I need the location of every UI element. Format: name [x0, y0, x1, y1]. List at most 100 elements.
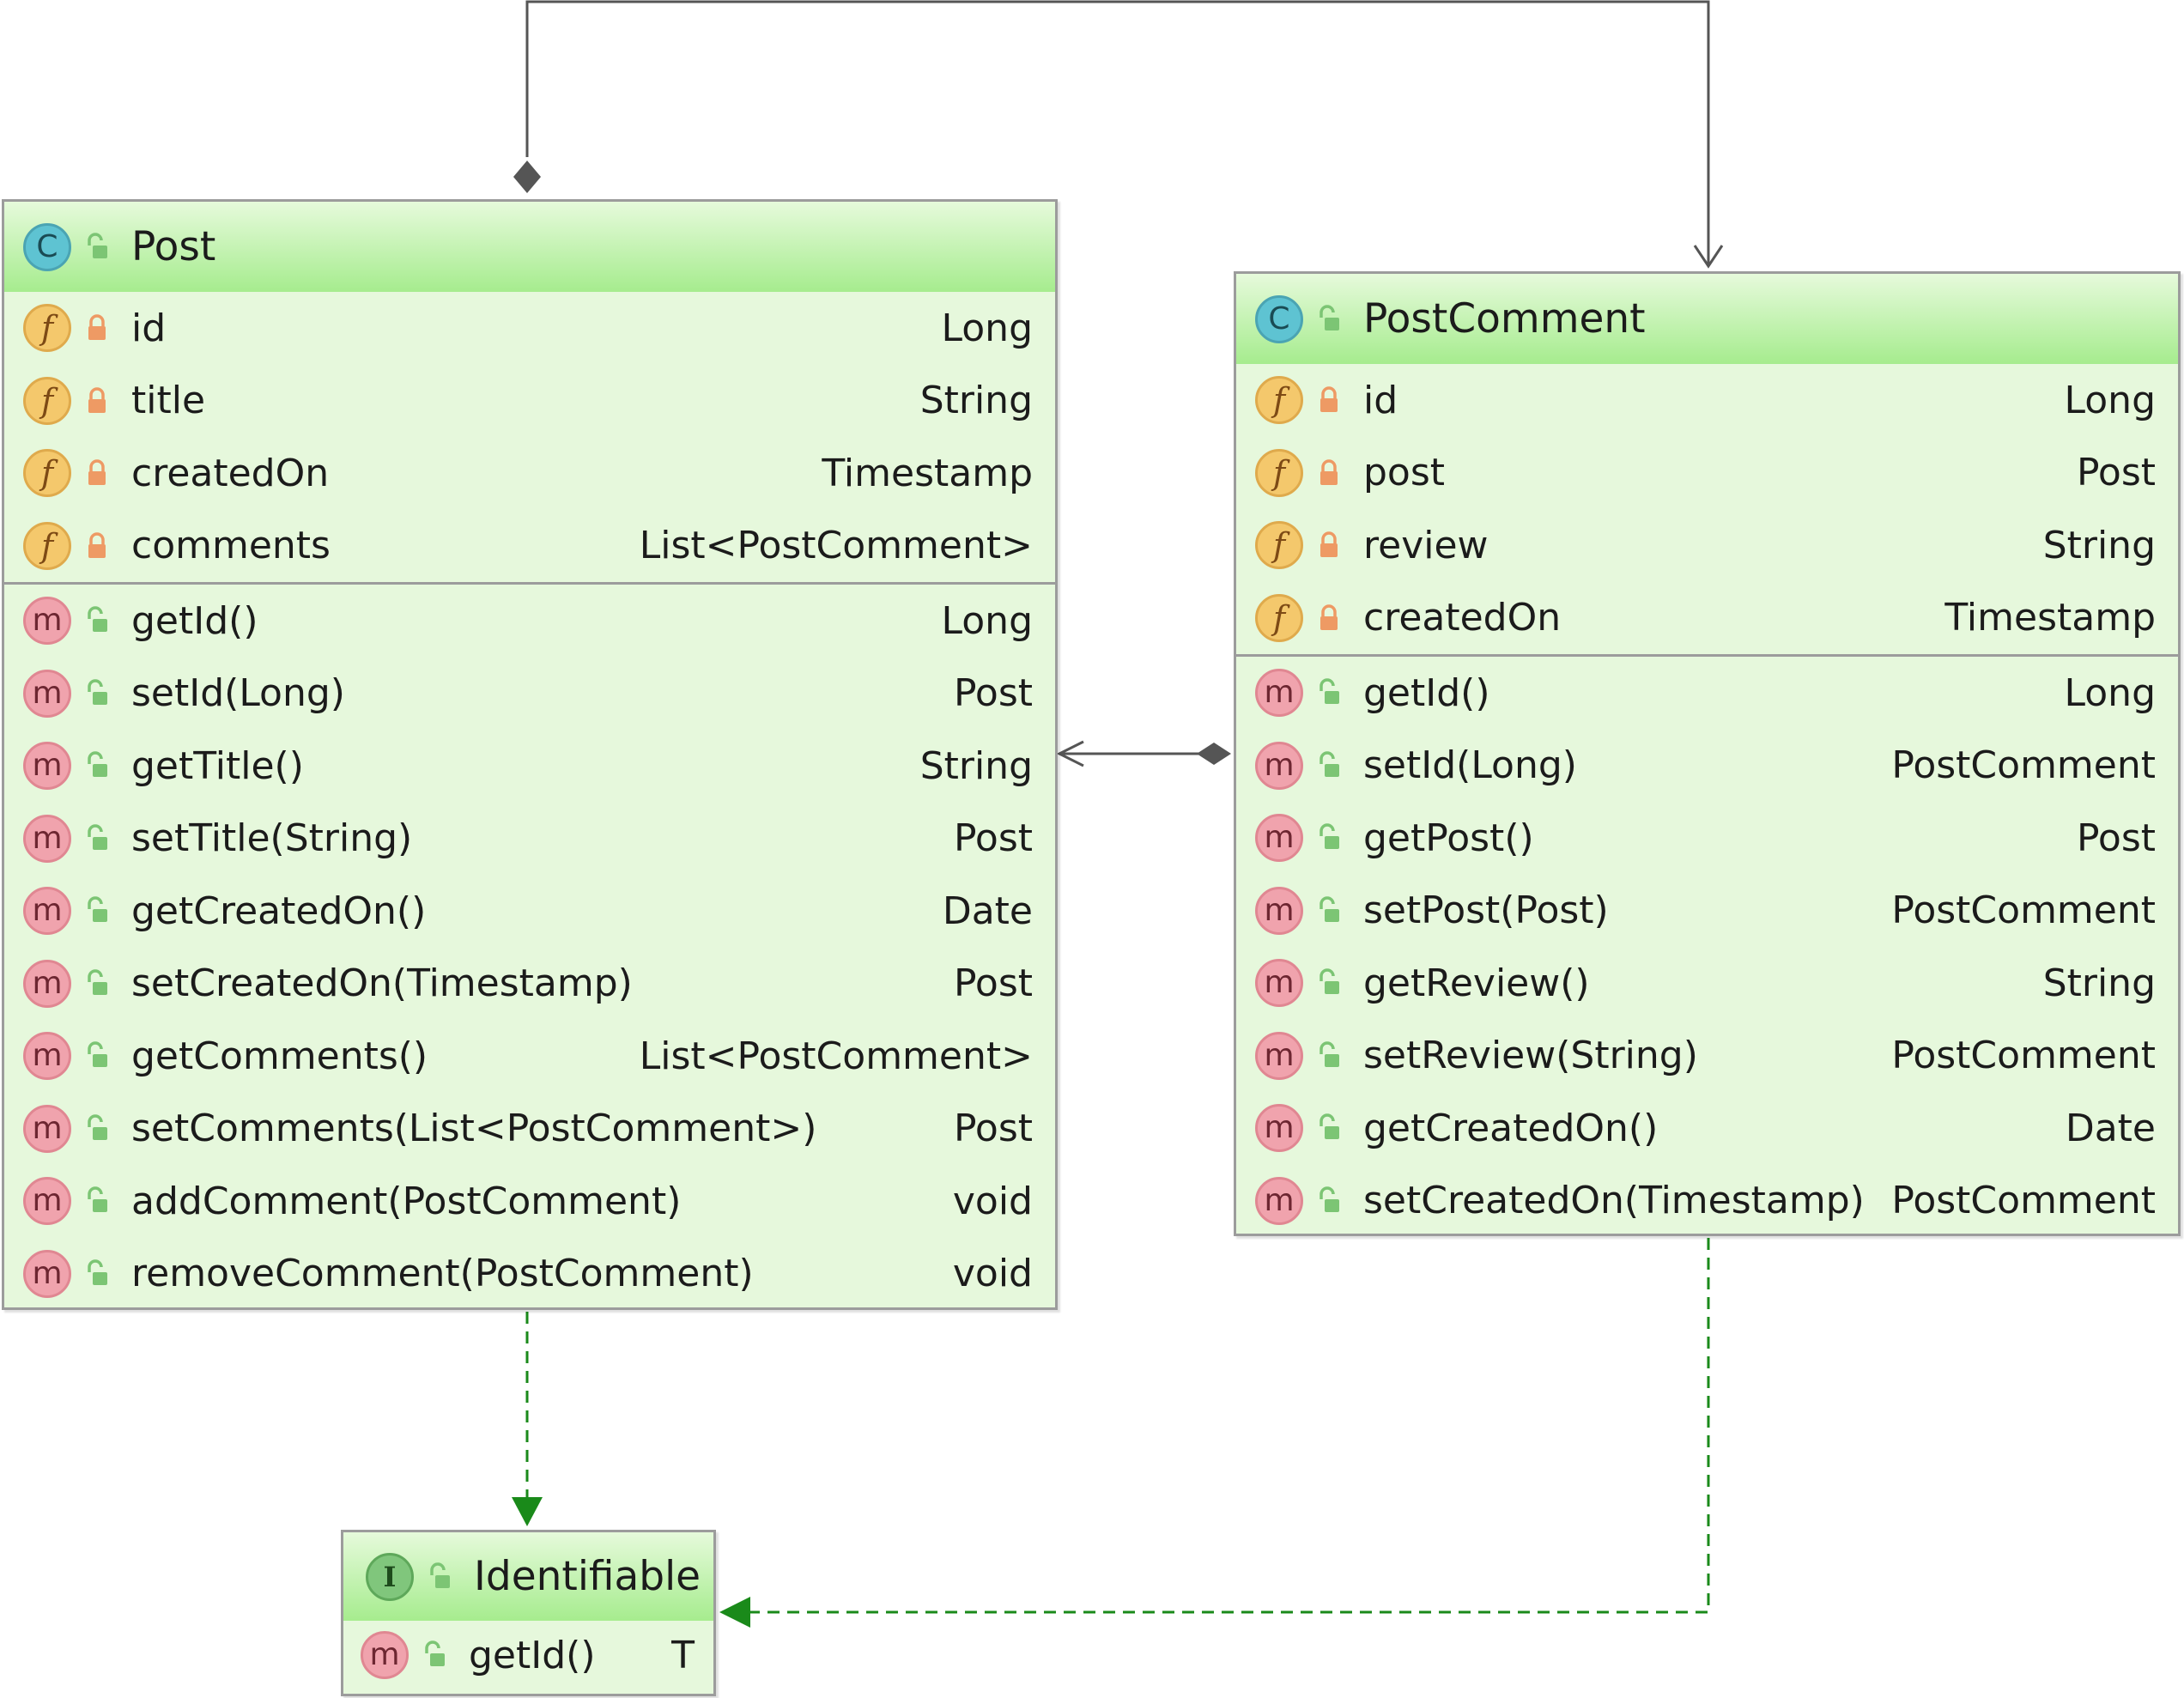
- method-name: getCreatedOn(): [1363, 1106, 1659, 1150]
- field-name: createdOn: [1363, 596, 1562, 640]
- field-icon: f: [1255, 593, 1303, 642]
- return-type: Post: [2076, 816, 2156, 860]
- lock-closed-icon: [1320, 386, 1338, 413]
- method-name: getTitle(): [131, 743, 304, 788]
- lock-open-icon: [1320, 1041, 1339, 1067]
- class-header-post[interactable]: C Post: [4, 202, 1055, 292]
- return-type: PostComment: [1891, 888, 2156, 933]
- method-name: getReview(): [1363, 961, 1590, 1005]
- field-name: post: [1363, 451, 1446, 495]
- lock-closed-icon: [1320, 459, 1338, 485]
- class-icon: C: [1255, 294, 1303, 343]
- lock-open-icon: [430, 1562, 450, 1588]
- field-name: comments: [131, 524, 331, 568]
- method-name: setId(Long): [131, 671, 345, 716]
- method-name: getId(): [1363, 670, 1490, 715]
- field-icon: f: [1255, 376, 1303, 425]
- method-icon: m: [23, 597, 71, 646]
- field-type: Timestamp: [1944, 596, 2156, 640]
- method-name: getId(): [131, 598, 258, 643]
- method-name: setCreatedOn(Timestamp): [1363, 1179, 1865, 1223]
- composition-post-to-postcomment: [513, 0, 1724, 269]
- return-type: PostComment: [1891, 1034, 2156, 1078]
- return-type: T: [671, 1633, 695, 1677]
- field-icon: f: [23, 304, 71, 353]
- field-type: Timestamp: [822, 451, 1033, 495]
- return-type: Post: [953, 671, 1033, 716]
- field-icon: f: [23, 521, 71, 570]
- lock-closed-icon: [88, 387, 106, 413]
- field-icon: f: [23, 449, 71, 498]
- lock-closed-icon: [88, 459, 106, 486]
- class-header-postcomment[interactable]: C PostComment: [1236, 274, 2178, 364]
- method-icon: m: [1255, 886, 1303, 935]
- lock-open-icon: [88, 1041, 107, 1068]
- composition-postcomment-to-post: [1056, 740, 1231, 767]
- return-type: Date: [942, 888, 1033, 933]
- lock-open-icon: [1320, 1186, 1339, 1212]
- method-name: setReview(String): [1363, 1034, 1698, 1078]
- return-type: void: [952, 1179, 1033, 1223]
- return-type: String: [919, 743, 1033, 788]
- method-name: getId(): [469, 1633, 596, 1677]
- return-type: Post: [953, 1107, 1033, 1151]
- composition-diamond-post: [513, 161, 541, 193]
- lock-open-icon: [1320, 751, 1339, 777]
- return-type: String: [2042, 961, 2156, 1005]
- field-name: title: [131, 379, 206, 423]
- lock-open-icon: [88, 606, 107, 633]
- realization-postcomment-to-identifiable: [719, 1238, 1710, 1628]
- lock-open-icon: [1320, 304, 1339, 331]
- method-icon: m: [23, 1177, 71, 1226]
- lock-open-icon: [1320, 968, 1339, 995]
- field-row[interactable]: f createdOn Timestamp: [1236, 582, 2178, 655]
- lock-open-icon: [88, 1114, 107, 1140]
- lock-open-icon: [425, 1640, 445, 1666]
- class-icon: C: [23, 222, 71, 271]
- lock-open-icon: [88, 824, 107, 850]
- method-name: getComments(): [131, 1034, 428, 1078]
- interface-header-identifiable[interactable]: I Identifiable: [343, 1532, 713, 1621]
- field-type: String: [2042, 523, 2156, 567]
- field-type: Long: [941, 306, 1033, 350]
- method-name: setComments(List<PostComment>): [131, 1107, 817, 1151]
- lock-open-icon: [88, 896, 107, 923]
- method-name: setPost(Post): [1363, 888, 1609, 933]
- realization-arrow-post: [512, 1497, 543, 1526]
- method-icon: m: [23, 1249, 71, 1298]
- method-row[interactable]: m setPost(Post) PostComment: [1236, 875, 2178, 948]
- method-name: setTitle(String): [131, 816, 413, 861]
- lock-open-icon: [1320, 896, 1339, 922]
- lock-open-icon: [88, 969, 107, 995]
- return-type: PostComment: [1891, 1179, 2156, 1223]
